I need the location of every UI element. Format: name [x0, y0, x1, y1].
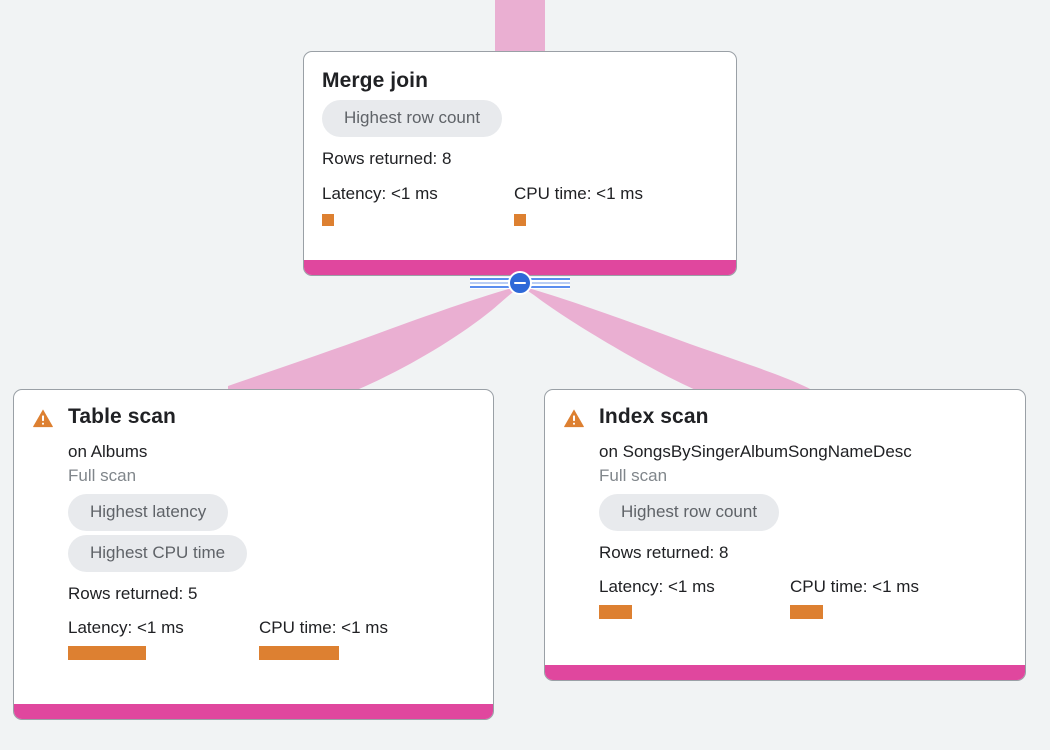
node-card-merge-join[interactable]: Merge join Highest row count Rows return…: [303, 51, 737, 276]
edge-rail-right: [530, 277, 570, 289]
metric-cpu-bar: [790, 605, 823, 619]
metric-latency-bar: [599, 605, 632, 619]
node-subject: on SongsBySingerAlbumSongNameDesc: [599, 442, 912, 461]
node-header-text: Merge join: [322, 68, 718, 94]
node-header-text: Table scan on Albums Full scan Highest l…: [68, 404, 475, 660]
node-card-table-scan[interactable]: Table scan on Albums Full scan Highest l…: [13, 389, 494, 720]
rows-returned: Rows returned: 8: [322, 149, 452, 168]
chip-highest-row-count[interactable]: Highest row count: [322, 100, 503, 137]
node-header: Merge join: [322, 68, 718, 94]
metric-latency-bar: [322, 214, 334, 226]
node-accent-bar: [545, 665, 1025, 680]
chip-row: Highest row count: [322, 100, 718, 141]
metrics-row: Latency: <1 ms CPU time: <1 ms: [599, 576, 1007, 619]
chip-list: Highest latency Highest CPU time: [68, 494, 475, 576]
chip-highest-row-count[interactable]: Highest row count: [599, 494, 780, 531]
node-body: Merge join Highest row count Rows return…: [304, 52, 736, 260]
node-title: Merge join: [322, 69, 429, 92]
node-body: Table scan on Albums Full scan Highest l…: [14, 390, 493, 704]
chip-row: Highest latency: [68, 494, 475, 535]
node-card-index-scan[interactable]: Index scan on SongsBySingerAlbumSongName…: [544, 389, 1026, 681]
warning-icon: [564, 409, 584, 428]
edge-ribbon-to-index-scan: [526, 288, 812, 392]
warning-icon: [33, 409, 53, 428]
node-scan-type: Full scan: [68, 466, 137, 485]
metric-cpu: CPU time: <1 ms: [514, 183, 643, 226]
node-title: Table scan: [68, 405, 176, 428]
metric-cpu: CPU time: <1 ms: [790, 576, 919, 619]
node-body: Index scan on SongsBySingerAlbumSongName…: [545, 390, 1025, 665]
edge-rail-left: [470, 277, 510, 289]
collapse-toggle[interactable]: [508, 271, 532, 295]
metrics-row: Latency: <1 ms CPU time: <1 ms: [322, 183, 718, 226]
metrics-row: Latency: <1 ms CPU time: <1 ms: [68, 617, 475, 660]
chip-highest-cpu-time[interactable]: Highest CPU time: [68, 535, 248, 572]
metric-latency: Latency: <1 ms: [599, 576, 790, 619]
minus-icon: [514, 282, 526, 284]
rows-returned: Rows returned: 8: [599, 543, 729, 562]
chip-row: Highest CPU time: [68, 535, 475, 576]
chip-highest-latency[interactable]: Highest latency: [68, 494, 229, 531]
chip-list: Highest row count: [599, 494, 1007, 535]
node-header: Table scan on Albums Full scan Highest l…: [32, 404, 475, 660]
metric-latency-label: Latency: <1 ms: [322, 184, 438, 203]
node-subject: on Albums: [68, 442, 148, 461]
metric-latency: Latency: <1 ms: [68, 617, 259, 660]
chip-row: Highest row count: [599, 494, 1007, 535]
node-header: Index scan on SongsBySingerAlbumSongName…: [563, 404, 1007, 619]
metric-latency-label: Latency: <1 ms: [599, 577, 715, 596]
metric-latency-label: Latency: <1 ms: [68, 618, 184, 637]
metric-cpu-bar: [514, 214, 526, 226]
metric-latency-bar: [68, 646, 146, 660]
metric-cpu: CPU time: <1 ms: [259, 617, 388, 660]
edge-ribbon-to-table-scan: [228, 288, 516, 392]
chip-list: Highest row count: [322, 100, 718, 141]
metric-latency: Latency: <1 ms: [322, 183, 514, 226]
node-scan-type: Full scan: [599, 466, 668, 485]
node-header-text: Index scan on SongsBySingerAlbumSongName…: [599, 404, 1007, 619]
metric-cpu-label: CPU time: <1 ms: [790, 577, 919, 596]
metric-cpu-label: CPU time: <1 ms: [259, 618, 388, 637]
node-accent-bar: [14, 704, 493, 719]
node-accent-bar: [304, 260, 736, 275]
rows-returned: Rows returned: 5: [68, 584, 198, 603]
node-title: Index scan: [599, 405, 709, 428]
edge-ribbon-parent: [495, 0, 545, 52]
metric-cpu-bar: [259, 646, 339, 660]
metric-cpu-label: CPU time: <1 ms: [514, 184, 643, 203]
